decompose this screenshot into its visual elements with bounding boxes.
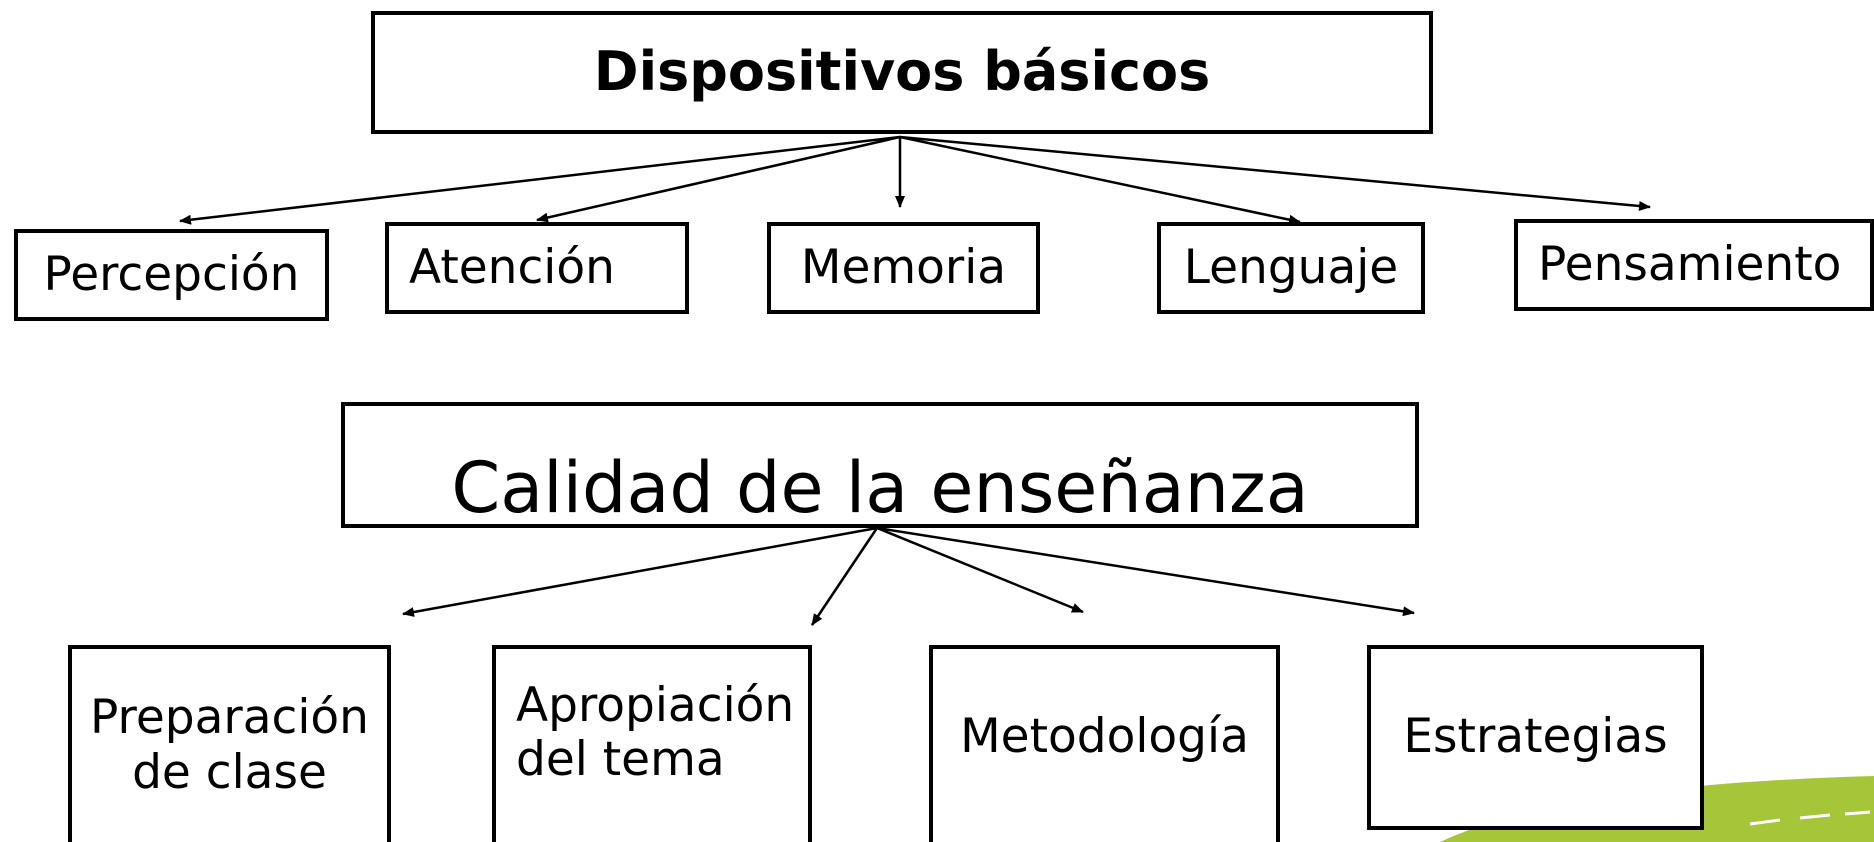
node-percepcion: Percepción xyxy=(14,229,329,321)
node-preparacion-clase: Preparación de clase xyxy=(68,645,391,842)
node-estrategias: Estrategias xyxy=(1367,645,1704,830)
node-atencion: Atención xyxy=(385,222,689,314)
node-apropiacion-tema: Apropiación del tema xyxy=(492,645,812,842)
calidad-ensenanza-title: Calidad de la enseñanza xyxy=(451,447,1309,529)
node-lenguaje: Lenguaje xyxy=(1157,222,1425,314)
arrow-to-atencion xyxy=(536,135,901,223)
dispositivos-basicos-title: Dispositivos básicos xyxy=(593,40,1211,104)
arrow-to-metodologia xyxy=(876,526,1084,614)
node-memoria: Memoria xyxy=(767,222,1040,314)
decor-dashes xyxy=(1749,810,1871,826)
arrow-to-percepcion xyxy=(179,135,901,225)
node-pensamiento: Pensamiento xyxy=(1514,219,1874,311)
arrow-to-pensamiento xyxy=(899,135,1651,211)
node-metodologia: Metodología xyxy=(929,645,1280,842)
calidad-ensenanza-title-box: Calidad de la enseñanza xyxy=(341,402,1419,529)
arrow-to-apropiacion xyxy=(810,527,879,626)
dispositivos-basicos-title-box: Dispositivos básicos xyxy=(371,11,1433,134)
arrow-to-preparacion xyxy=(402,526,878,617)
arrow-to-estrategias xyxy=(876,526,1415,617)
arrow-to-lenguaje xyxy=(899,135,1301,225)
